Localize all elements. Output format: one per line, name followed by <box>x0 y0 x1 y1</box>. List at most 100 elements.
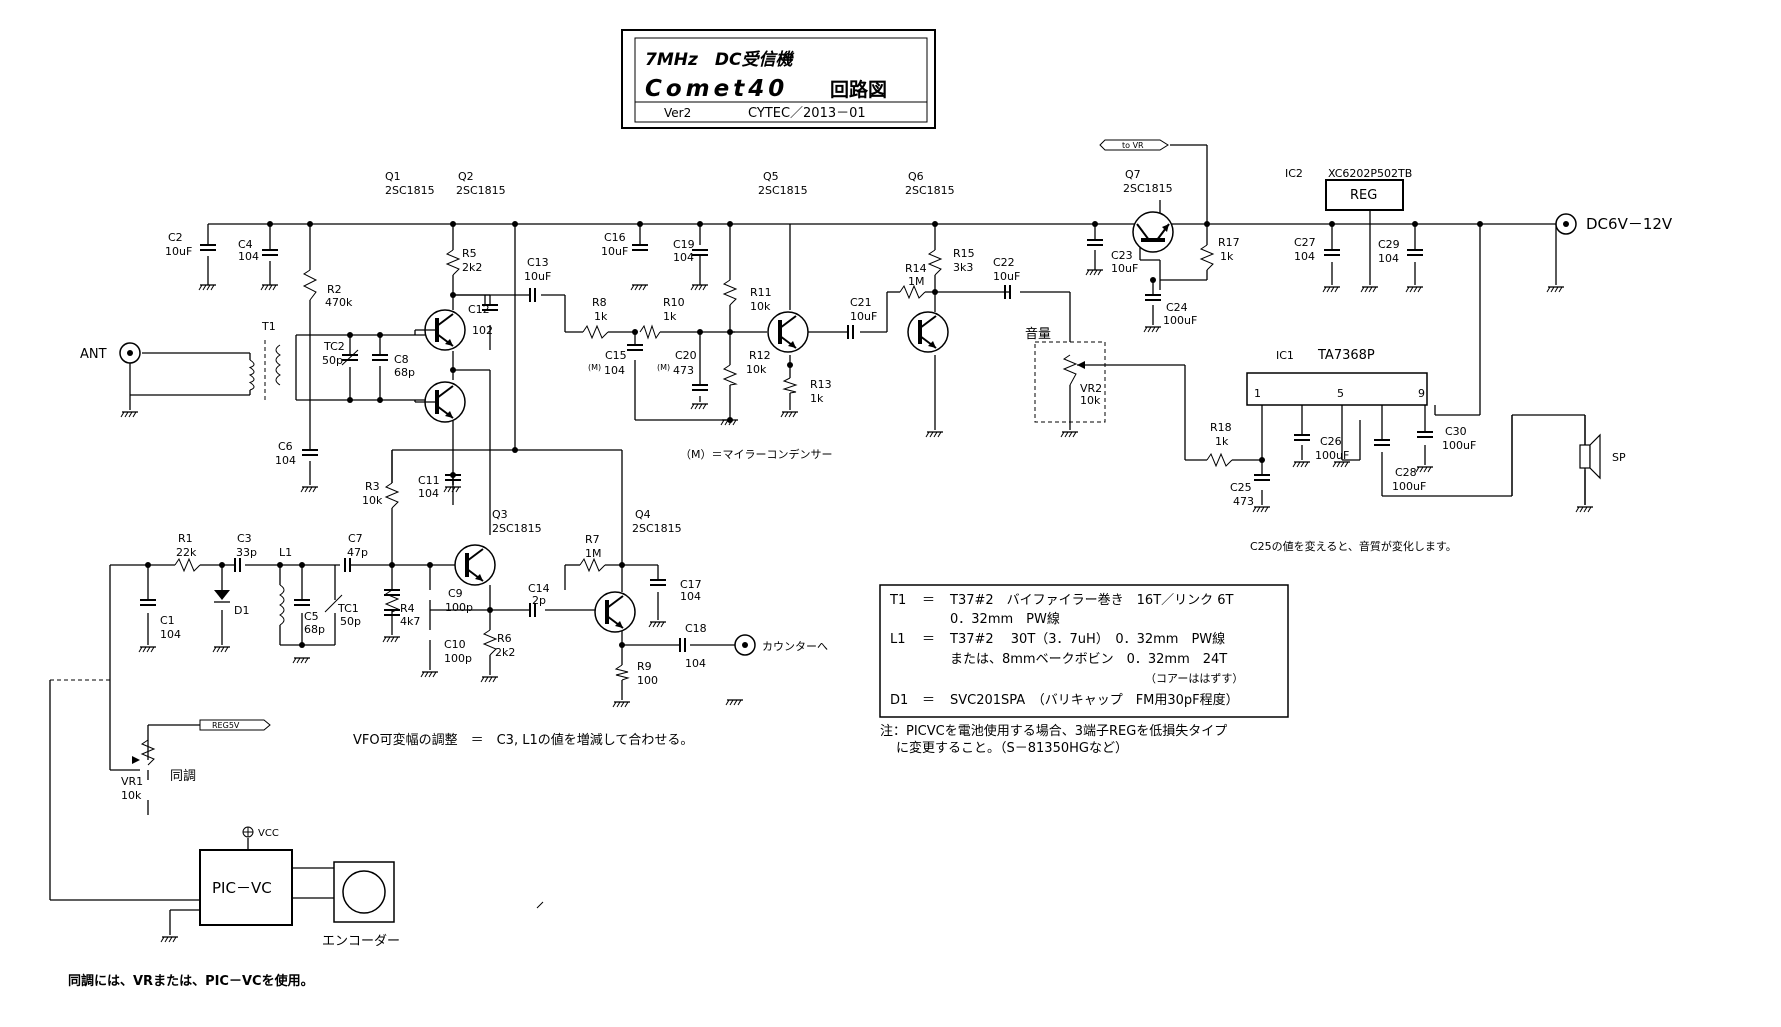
c24-ref: C24 <box>1166 301 1188 314</box>
reg5v-tag <box>199 719 271 731</box>
r2-val: 470k <box>325 296 353 309</box>
volume-pot[interactable] <box>1034 341 1106 423</box>
to-vr-tag <box>1099 139 1169 151</box>
spec-row-4-text: または、8mmベークボビン 0．32mm 24T <box>950 652 1227 667</box>
c27-ref: C27 <box>1294 236 1316 249</box>
power-port[interactable] <box>1555 213 1577 235</box>
spec-row-3-eq: ＝ <box>922 632 935 647</box>
r13-ref: R13 <box>810 378 832 391</box>
c30-ref: C30 <box>1445 425 1467 438</box>
q2-val: 2SC1815 <box>456 184 506 197</box>
spec-row-6-text: SVC201SPA （バリキャップ FM用30pF程度） <box>950 692 1239 708</box>
c20-val: 473 <box>673 364 694 377</box>
q1-ref: Q1 <box>385 170 401 183</box>
c23-ref: C23 <box>1111 249 1133 262</box>
tc2-val: 50p <box>322 354 343 367</box>
vr1-ref: VR1 <box>121 775 143 788</box>
power-label: DC6V－12V <box>1586 215 1673 233</box>
r3-val: 10k <box>362 494 383 507</box>
reg5v-label: REG5V <box>212 721 240 730</box>
r18-ref: R18 <box>1210 421 1232 434</box>
r15-val: 3k3 <box>953 261 973 274</box>
r8-val: 1k <box>594 310 608 323</box>
ic1-pin5: 5 <box>1337 387 1344 400</box>
r9-val: 100 <box>637 674 658 687</box>
r1-ref: R1 <box>178 532 193 545</box>
r13-val: 1k <box>810 392 824 405</box>
vr1-val: 10k <box>121 789 142 802</box>
c24-val: 100uF <box>1163 314 1197 327</box>
tc2-ref: TC2 <box>323 340 345 353</box>
transistor-q5 <box>766 310 810 354</box>
c11-ref: C11 <box>418 474 440 487</box>
r3-ref: R3 <box>365 480 380 493</box>
c15-val: 104 <box>604 364 625 377</box>
wires <box>49 144 1586 935</box>
c19-ref: C19 <box>673 238 695 251</box>
c1-val: 104 <box>160 628 181 641</box>
r8-ref: R8 <box>592 296 607 309</box>
title-maker: CYTEC／2013－01 <box>748 106 866 121</box>
spec-row-1-text: T37#2 バイファイラー巻き 16T／リンク 6T <box>949 593 1234 608</box>
r11-ref: R11 <box>750 286 772 299</box>
r5-val: 2k2 <box>462 261 482 274</box>
ant-port[interactable] <box>119 342 141 364</box>
ant-label: ANT <box>80 347 107 362</box>
c20-ref: C20 <box>675 349 697 362</box>
tc1-val: 50p <box>340 615 361 628</box>
notes: （M）＝マイラーコンデンサー C25の値を変えると、音質が変化します。 VFO可… <box>68 447 1457 989</box>
spec-row-6-ref: D1 <box>890 693 908 708</box>
c30-val: 100uF <box>1442 439 1476 452</box>
q4-ref: Q4 <box>635 508 651 521</box>
ic2-ref: IC2 <box>1285 167 1303 180</box>
c4-ref: C4 <box>238 238 253 251</box>
note-mylar: （M）＝マイラーコンデンサー <box>680 447 833 461</box>
speaker <box>1579 433 1601 480</box>
c2-ref: C2 <box>168 231 183 244</box>
r1-val: 22k <box>176 546 197 559</box>
c15-mark: (M) <box>588 363 601 372</box>
c10-val: 100p <box>444 652 472 665</box>
note-pic-1: 注：PICVCを電池使用する場合、3端子REGを低損失タイプ <box>880 723 1227 739</box>
c9-ref: C9 <box>448 587 463 600</box>
c13-val: 10uF <box>524 270 551 283</box>
spec-row-2-text: 0．32mm PW線 <box>950 611 1060 627</box>
r15-ref: R15 <box>953 247 975 260</box>
to-vr-label: to VR <box>1122 141 1144 150</box>
encoder-label: エンコーダー <box>322 934 400 949</box>
spec-row-6-eq: ＝ <box>922 693 935 708</box>
c3-ref: C3 <box>237 532 252 545</box>
note-c25: C25の値を変えると、音質が変化します。 <box>1250 539 1457 553</box>
c2-val: 10uF <box>165 245 192 258</box>
r4-val: 4k7 <box>400 615 420 628</box>
c23-val: 10uF <box>1111 262 1138 275</box>
c22-val: 10uF <box>993 270 1020 283</box>
r10-ref: R10 <box>663 296 685 309</box>
component-labels: Q1 2SC1815 Q2 2SC1815 Q3 2SC1815 Q4 2SC1… <box>121 167 1476 802</box>
c1-ref: C1 <box>160 614 175 627</box>
ic1-pin1: 1 <box>1254 387 1261 400</box>
title-name: Comet40 <box>645 76 788 102</box>
r17-val: 1k <box>1220 250 1234 263</box>
spec-row-5-text: （コアーははずす） <box>1145 672 1243 685</box>
c17-ref: C17 <box>680 578 702 591</box>
counter-port[interactable] <box>734 634 756 656</box>
c7-val: 47p <box>347 546 368 559</box>
c19-val: 104 <box>673 251 694 264</box>
c29-ref: C29 <box>1378 238 1400 251</box>
c28-val: 100uF <box>1392 480 1426 493</box>
vcc-label: VCC <box>258 828 279 839</box>
c5-val: 68p <box>304 623 325 636</box>
spec-row-3-ref: L1 <box>890 632 906 647</box>
d1-ref: D1 <box>234 604 249 617</box>
r11-val: 10k <box>750 300 771 313</box>
c16-ref: C16 <box>604 231 626 244</box>
r2-ref: R2 <box>327 283 342 296</box>
tuning-pot[interactable] <box>132 739 156 766</box>
encoder[interactable] <box>333 861 395 923</box>
c21-val: 10uF <box>850 310 877 323</box>
r18-val: 1k <box>1215 435 1229 448</box>
spec-row-1-eq: ＝ <box>922 593 935 608</box>
c14-ref: C14 <box>528 582 550 595</box>
